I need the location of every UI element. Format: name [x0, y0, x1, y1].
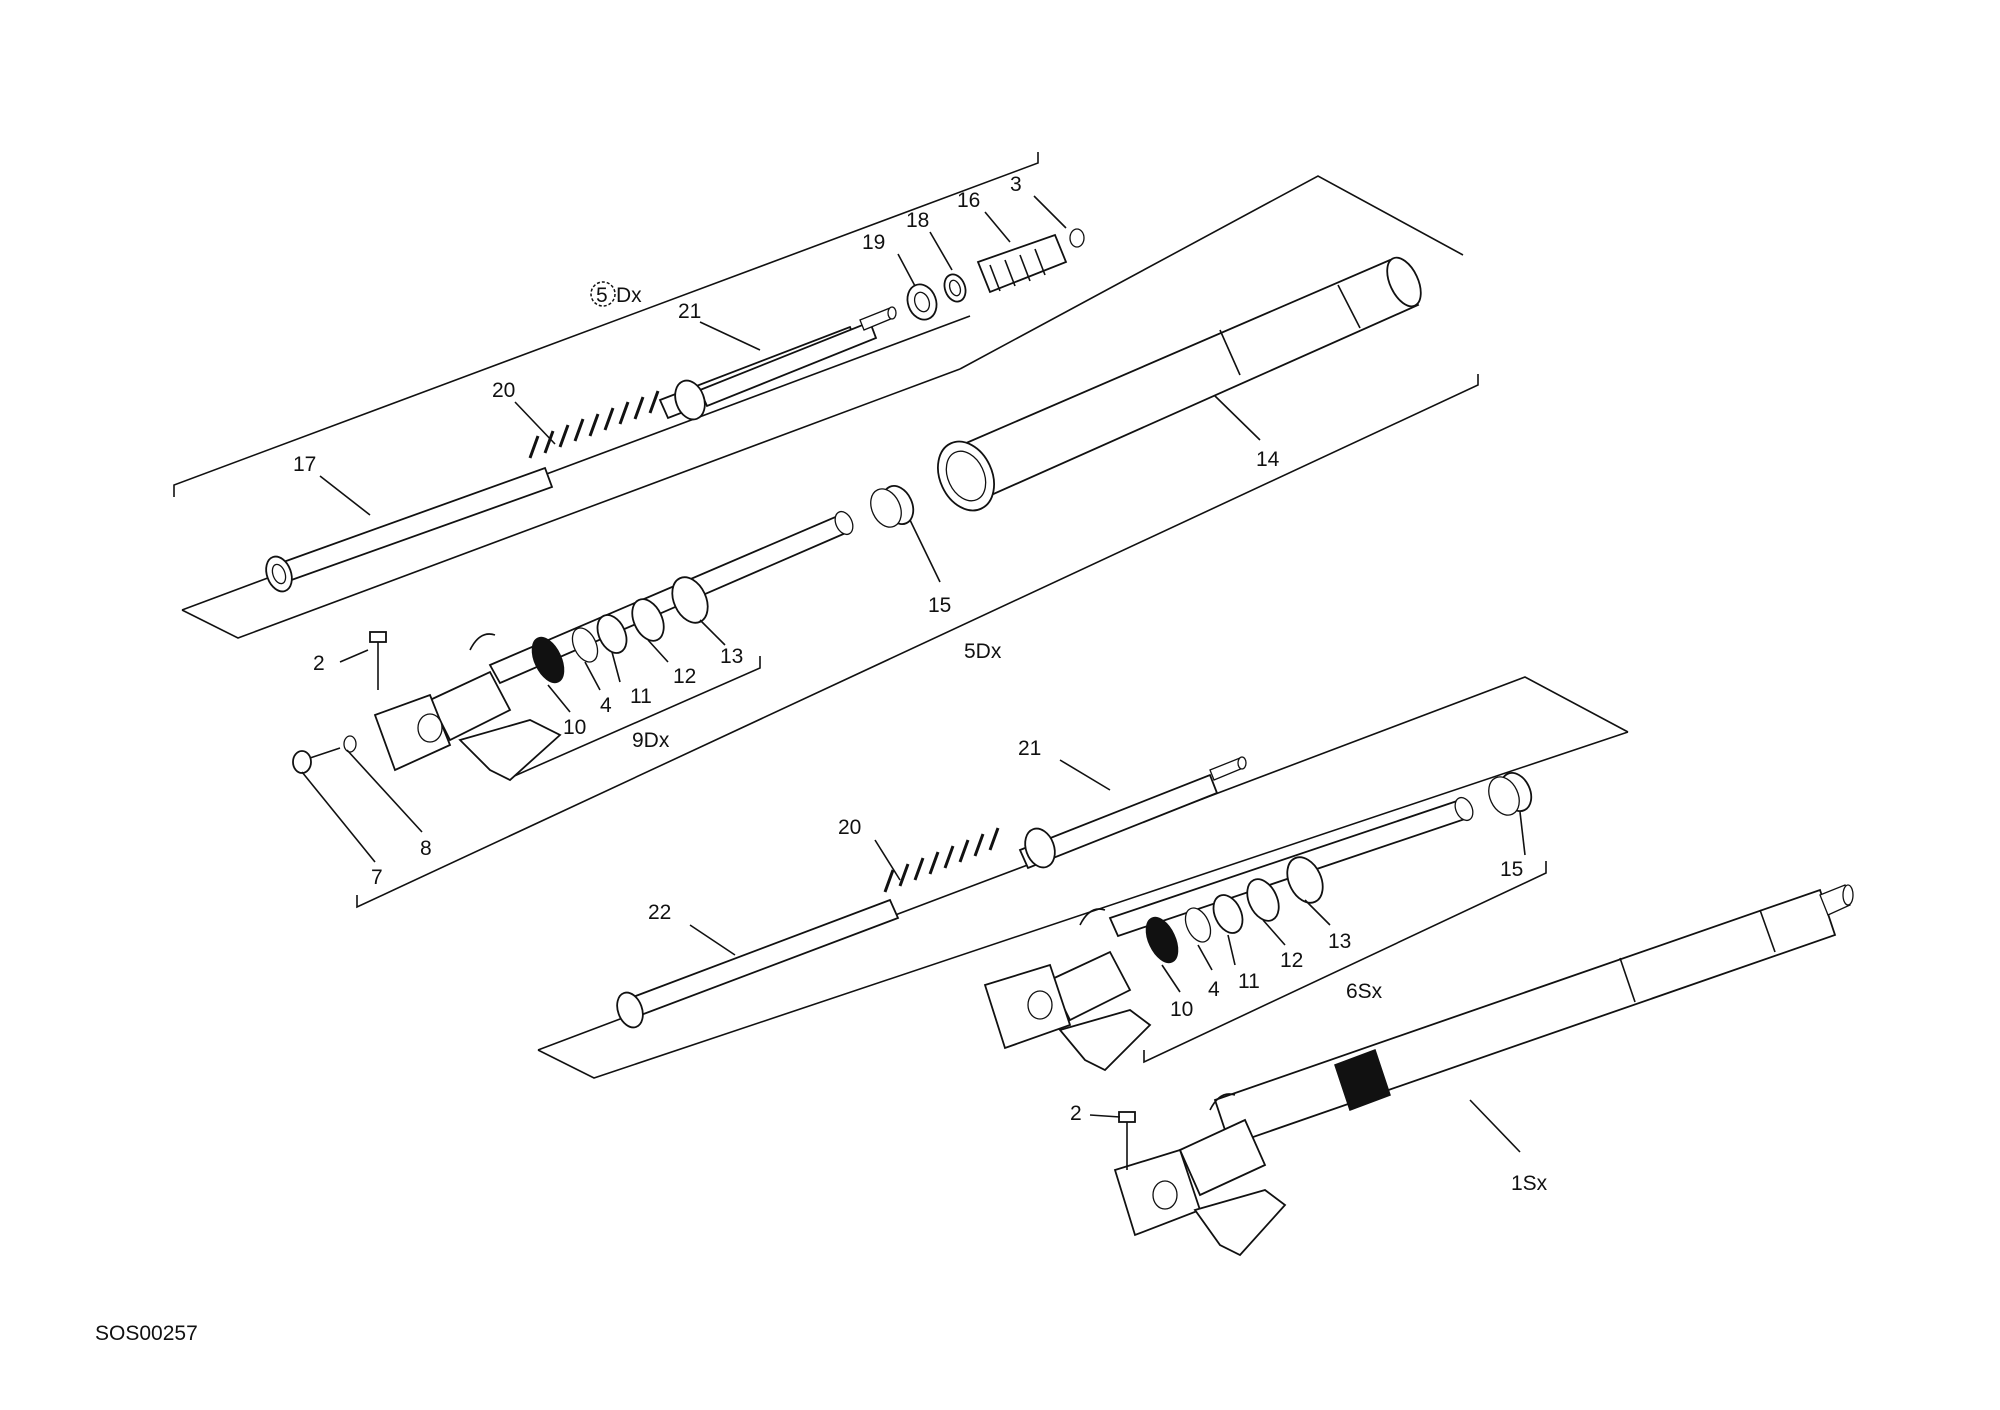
part-2-bolt-upper — [369, 631, 387, 690]
callout-6Sx: 6Sx — [1346, 980, 1383, 1003]
callout-labels: 3 16 18 19 5 Dx 21 20 17 14 15 2 5Dx 13 … — [293, 173, 1548, 1195]
callout-13-upper: 13 — [720, 645, 743, 668]
callout-4-lower: 4 — [1208, 978, 1220, 1001]
callout-16: 16 — [957, 189, 980, 212]
leader-lines — [301, 195, 1526, 1153]
callout-7: 7 — [371, 866, 383, 889]
part-21-rod-lower — [1018, 756, 1247, 870]
callout-circled-5Dx: 5 Dx — [590, 281, 642, 307]
callout-11-upper: 11 — [630, 685, 652, 708]
callout-21-upper: 21 — [678, 300, 701, 323]
part-3-clip — [1069, 228, 1085, 248]
callout-10-lower: 10 — [1170, 998, 1193, 1021]
callout-Dx: Dx — [616, 284, 642, 307]
part-17-tube — [265, 466, 554, 593]
part-20-spring — [528, 390, 660, 459]
callout-12-lower: 12 — [1280, 949, 1303, 972]
part-7-bolt — [292, 747, 341, 774]
part-1Sx-fork-leg — [1213, 884, 1854, 1147]
callout-20-upper: 20 — [492, 379, 515, 402]
callout-13-lower: 13 — [1328, 930, 1351, 953]
part-21-rod — [658, 306, 897, 421]
callout-18: 18 — [906, 209, 929, 232]
callout-1Sx: 1Sx — [1511, 1172, 1548, 1195]
callout-2-upper: 2 — [313, 652, 325, 675]
callout-5Dx: 5Dx — [964, 640, 1002, 663]
callout-3: 3 — [1010, 173, 1022, 196]
callout-12-upper: 12 — [673, 665, 696, 688]
parts-seals-upper — [531, 576, 709, 684]
part-22-tube — [616, 898, 900, 1029]
upper-assembly — [265, 228, 1422, 782]
callout-circled-number: 5 — [596, 284, 608, 307]
callout-17: 17 — [293, 453, 316, 476]
callout-22: 22 — [648, 901, 671, 924]
part-20-spring-lower — [883, 827, 1000, 893]
callout-9Dx: 9Dx — [632, 729, 670, 752]
parts-seals-lower — [1145, 856, 1324, 964]
part-8-washer — [343, 735, 357, 753]
part-16-bump-rubber — [976, 233, 1068, 294]
circle-marker — [590, 281, 616, 307]
part-15-bushing-lower — [1488, 772, 1533, 816]
part-fork-foot-1Sx — [1113, 1093, 1287, 1257]
part-18-washer — [943, 273, 967, 303]
callout-14: 14 — [1256, 448, 1280, 471]
callout-20-lower: 20 — [838, 816, 861, 839]
callout-10-upper: 10 — [563, 716, 586, 739]
callout-15-lower: 15 — [1500, 858, 1523, 881]
part-15-bushing — [870, 485, 915, 528]
callout-21-lower: 21 — [1018, 737, 1041, 760]
callout-4-upper: 4 — [600, 694, 612, 717]
drawing-code: SOS00257 — [95, 1322, 198, 1345]
callout-11-lower: 11 — [1238, 970, 1260, 993]
part-fork-foot-left — [983, 908, 1152, 1072]
part-19-seal — [906, 283, 938, 321]
part-2-bolt-lower — [1118, 1111, 1136, 1170]
callout-19: 19 — [862, 231, 885, 254]
part-fork-foot-right — [373, 633, 562, 782]
lower-assembly — [616, 756, 1854, 1257]
callout-8: 8 — [420, 837, 432, 860]
part-14-outer-tube — [937, 256, 1422, 512]
callout-2-lower: 2 — [1070, 1102, 1082, 1125]
callout-15-upper: 15 — [928, 594, 951, 617]
